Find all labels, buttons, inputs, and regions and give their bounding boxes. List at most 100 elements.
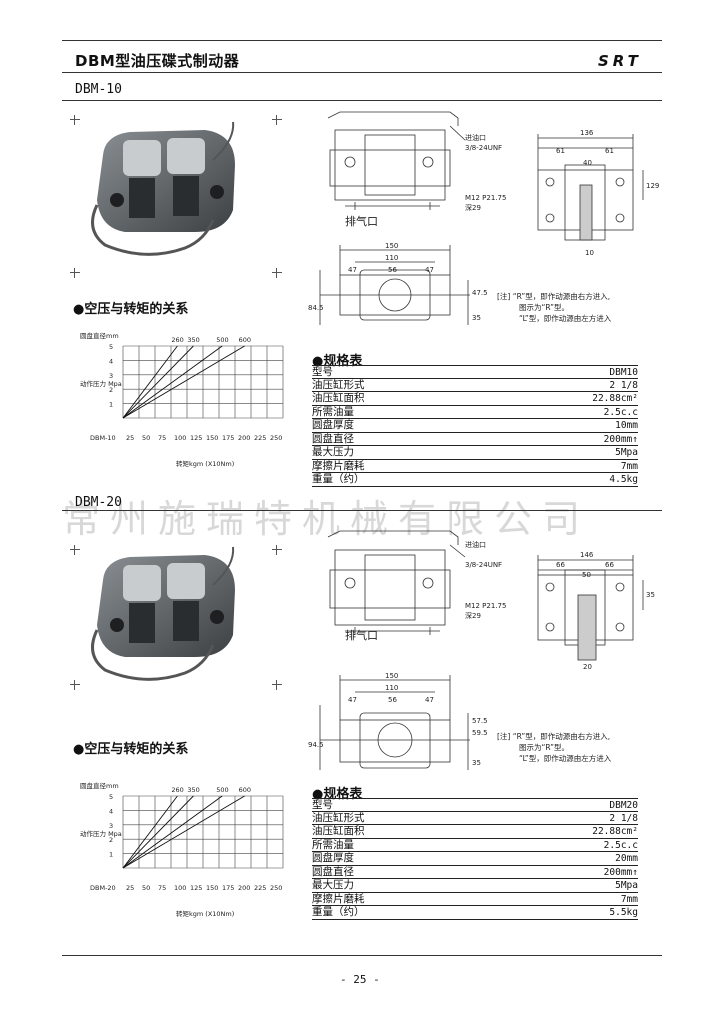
dim-front-5: 94.5 — [308, 741, 324, 749]
x-tick-label: 150 — [206, 884, 218, 892]
series-line-500 — [122, 795, 223, 869]
spec-label: 油压缸形式 — [312, 811, 365, 824]
spec-label: 圆盘厚度 — [312, 419, 354, 431]
spec-label: 摩擦片磨耗 — [312, 892, 365, 905]
brake-photo-dbm20 — [91, 546, 235, 681]
spec-value: 5Mpa — [615, 880, 638, 891]
x-tick-label: 100 — [174, 434, 186, 442]
dim-front-5: 84.5 — [308, 304, 324, 312]
spec-value: 7mm — [620, 893, 638, 905]
spec-label: 摩擦片磨耗 — [312, 459, 365, 472]
bolt-depth: 深29 — [465, 203, 481, 212]
x-tick-label: 50 — [142, 884, 150, 892]
model-heading-dbm10: DBM-10 — [75, 82, 122, 97]
spec-row: 摩擦片磨耗 7mm — [312, 459, 638, 473]
bolt-spec: M12 P21.75 — [465, 194, 506, 202]
crop-mark — [272, 115, 282, 125]
x-tick-label: 200 — [238, 884, 250, 892]
technical-drawing-dbm20: 进油口 3/8-24UNF M12 P21.75 深29 排气口 146 66 … — [308, 530, 655, 770]
spec-row: 型号 DBM20 — [312, 798, 638, 812]
dim-front-0: 150 — [385, 242, 398, 250]
note-dbm10: [注] “R”型，即作动源由右方进入, 图示为“R”型。 “L”型，即作动源由左… — [497, 291, 611, 324]
x-axis-label: 转矩kgm (X10Nm) — [176, 909, 234, 918]
disc-diameter-axis-label: 圆盘直径mm — [80, 331, 119, 340]
crop-mark — [272, 545, 282, 555]
series-line-600 — [122, 795, 245, 869]
spec-value: 22.88cm² — [592, 393, 638, 404]
spec-value: 2 1/8 — [609, 812, 638, 824]
dim-front-7: 59.5 — [472, 729, 488, 737]
note-line: 图示为“R”型。 — [519, 743, 570, 752]
spec-label: 型号 — [312, 799, 333, 811]
port-thread: 3/8-24UNF — [465, 561, 502, 569]
note-dbm20: [注] “R”型，即作动源由右方进入, 图示为“R”型。 “L”型，即作动源由左… — [497, 731, 611, 764]
port-thread: 3/8-24UNF — [465, 144, 502, 152]
dim-side-1: 61 — [556, 147, 565, 155]
spec-label: 圆盘直径 — [312, 865, 354, 878]
disc-diameter-tick: 350 — [187, 786, 199, 794]
spec-row: 油压缸面积 22.88cm² — [312, 392, 638, 406]
disc-diameter-tick: 260 — [171, 786, 183, 794]
disc-diameter-tick: 260 — [171, 336, 183, 344]
dim-front-0: 150 — [385, 672, 398, 680]
dim-front-4: 47 — [425, 696, 434, 704]
note-line: [注] “R”型，即作动源由右方进入, — [497, 292, 611, 301]
dim-side-2: 61 — [605, 147, 614, 155]
x-tick-label: 125 — [190, 884, 202, 892]
header-rule — [62, 72, 662, 73]
spec-value: 5Mpa — [615, 447, 638, 458]
x-tick-label: 75 — [158, 434, 166, 442]
spec-label: 油压缸面积 — [312, 825, 365, 837]
spec-label: 油压缸面积 — [312, 392, 365, 404]
dim-side-5: 20 — [583, 663, 592, 671]
spec-label: 最大压力 — [312, 446, 354, 458]
note-line: [注] “R”型，即作动源由右方进入, — [497, 732, 611, 741]
spec-row: 重量（约）5.5kg — [312, 906, 638, 920]
crop-mark — [272, 680, 282, 690]
dim-front-8: 35 — [472, 759, 481, 767]
brand-logo: SRT — [598, 52, 642, 70]
x-tick-label: 225 — [254, 884, 266, 892]
dim-side-5: 10 — [585, 249, 594, 257]
spec-row: 油压缸面积 22.88cm² — [312, 825, 638, 839]
y-tick-label: 2 — [109, 386, 113, 394]
bolt-spec: M12 P21.75 — [465, 602, 506, 610]
model-rule — [62, 100, 662, 101]
spec-label: 最大压力 — [312, 879, 354, 891]
dim-side-4: 129 — [646, 182, 659, 190]
dim-front-1: 110 — [385, 684, 398, 692]
spec-row: 最大压力 5Mpa — [312, 879, 638, 893]
x-tick-label: 150 — [206, 434, 218, 442]
x-tick-label: 250 — [270, 884, 282, 892]
disc-diameter-tick: 500 — [216, 786, 228, 794]
note-line: “L”型，即作动源由左方进入 — [519, 754, 612, 763]
crop-mark — [272, 268, 282, 278]
series-line-260 — [122, 345, 178, 419]
spec-value: 4.5kg — [609, 474, 638, 485]
dim-side-0: 146 — [580, 551, 594, 559]
spec-row: 重量（约）4.5kg — [312, 473, 638, 487]
spec-value: 2.5c.c — [603, 839, 638, 851]
series-line-500 — [122, 345, 223, 419]
vent-label: 排气口 — [345, 214, 378, 228]
spec-value: 7mm — [620, 460, 638, 472]
spec-value: DBM20 — [609, 800, 638, 811]
note-line: “L”型，即作动源由左方进入 — [519, 314, 612, 323]
dim-front-3: 56 — [388, 266, 397, 274]
crop-mark — [70, 680, 80, 690]
spec-label: 圆盘厚度 — [312, 852, 354, 864]
model-heading-dbm20: DBM-20 — [75, 495, 122, 510]
y-tick-label: 1 — [109, 401, 113, 409]
dim-side-0: 136 — [580, 129, 594, 137]
dim-side-1: 66 — [556, 561, 565, 569]
spec-value: 22.88cm² — [592, 826, 638, 837]
technical-drawing-dbm10: 进油口 3/8-24UNF M12 P21.75 深29 排气口 136 61 … — [308, 111, 659, 325]
spec-value: 2.5c.c — [603, 406, 638, 418]
vent-label: 排气口 — [345, 628, 378, 642]
